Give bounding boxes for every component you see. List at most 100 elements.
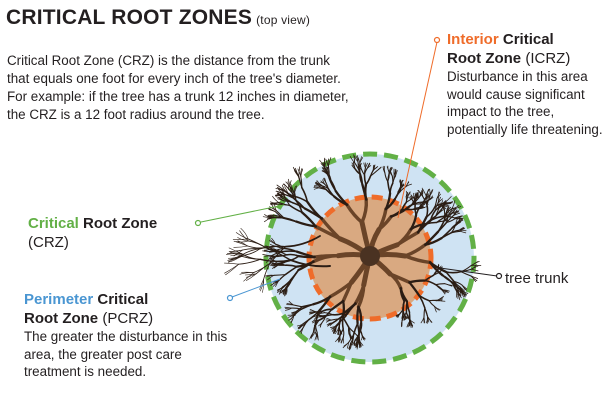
icrz-word3: Root Zone [447,50,522,67]
root-branch [399,287,406,302]
root-branch [235,240,249,243]
root-branch [330,299,345,311]
root-branch [401,314,404,320]
root-branch [289,259,331,268]
root-branch [327,187,335,198]
root-branch [413,193,417,200]
crz-label: Critical Root Zone (CRZ) [28,214,228,252]
root-branch [388,272,412,284]
root-branch [361,335,365,340]
root-branch [405,190,409,197]
root-branch [279,191,286,198]
root-branch [237,237,249,242]
root-branch [233,240,249,247]
root-branch [406,320,411,328]
root-branch [440,232,452,239]
pcrz-word3: Root Zone [24,310,99,327]
root-branch [241,248,261,256]
leader-dot-icon [194,219,202,227]
root-branch [311,331,316,337]
root-branch [302,319,310,328]
root-branch [284,186,289,195]
root-branch [247,240,267,248]
root-branch [426,195,431,206]
root-branch [300,303,315,310]
crz-word1: Critical [28,215,79,232]
root-branch [366,165,372,169]
root-branch [284,306,293,309]
root-branch [461,284,468,290]
root-branch [228,255,242,259]
root-branch [452,212,461,217]
root-branch [408,279,427,284]
root-branch [259,245,287,250]
root-branch [410,194,415,200]
root-branch [435,284,442,291]
root-branch [326,166,329,173]
root-branch [240,227,249,240]
root-branch [425,203,429,218]
root-branch [238,258,261,265]
root-branch [350,342,353,350]
root-branch [303,207,323,220]
root-branch [435,207,440,217]
root-branch [357,305,363,323]
icrz-description: Disturbance in this area would cause sig… [447,69,603,137]
root-branch [314,224,342,241]
root-branch [446,206,450,213]
root-branch [269,250,276,253]
root-branch [352,339,356,346]
root-branch [348,333,352,339]
root-branch [326,173,332,182]
icrz-leader-line [397,41,438,219]
root-branch [320,185,329,190]
root-branch [424,307,429,318]
root-branch [233,245,249,248]
root-branch [358,320,362,334]
root-branch [300,211,317,228]
root-branch [405,195,409,204]
root-branch [270,261,278,265]
root-branch [332,327,336,334]
root-branch [319,159,326,168]
root-branch [451,206,462,209]
root-branch [293,168,300,177]
root-branch [288,204,303,213]
root-branch [390,208,404,218]
root-branch [270,203,279,206]
root-branch [348,326,351,335]
root-branch [448,208,454,215]
root-branch [437,196,440,204]
root-branch [273,263,280,269]
root-branch [451,282,457,292]
root-branch [225,263,240,276]
root-branch [395,230,420,247]
root-branch [290,269,300,282]
root-branch [402,300,406,311]
root-branch [263,262,271,280]
leader-dot-icon [433,36,441,44]
root-branch [444,196,452,203]
root-branch [389,171,393,177]
root-branch [395,313,401,317]
root-branch [359,173,364,185]
root-branch [354,162,360,173]
root-branch [290,315,295,324]
root-branch [282,279,291,288]
intro-text: Critical Root Zone (CRZ) is the distance… [7,53,349,122]
root-branch [356,340,359,348]
root-branch [451,211,459,214]
root-branch [278,274,286,282]
root-branch [299,326,304,333]
root-branch [285,279,292,289]
root-branch [416,219,432,234]
root-branch [345,203,364,225]
root-branch [272,195,280,203]
root-branch [421,187,424,197]
pcrz-abbr: (PCRZ) [98,310,154,327]
icrz-word1: Interior [447,31,499,48]
root-branch [313,187,320,190]
root-branch [422,188,427,197]
root-branch [288,300,294,306]
root-branch [320,181,325,185]
